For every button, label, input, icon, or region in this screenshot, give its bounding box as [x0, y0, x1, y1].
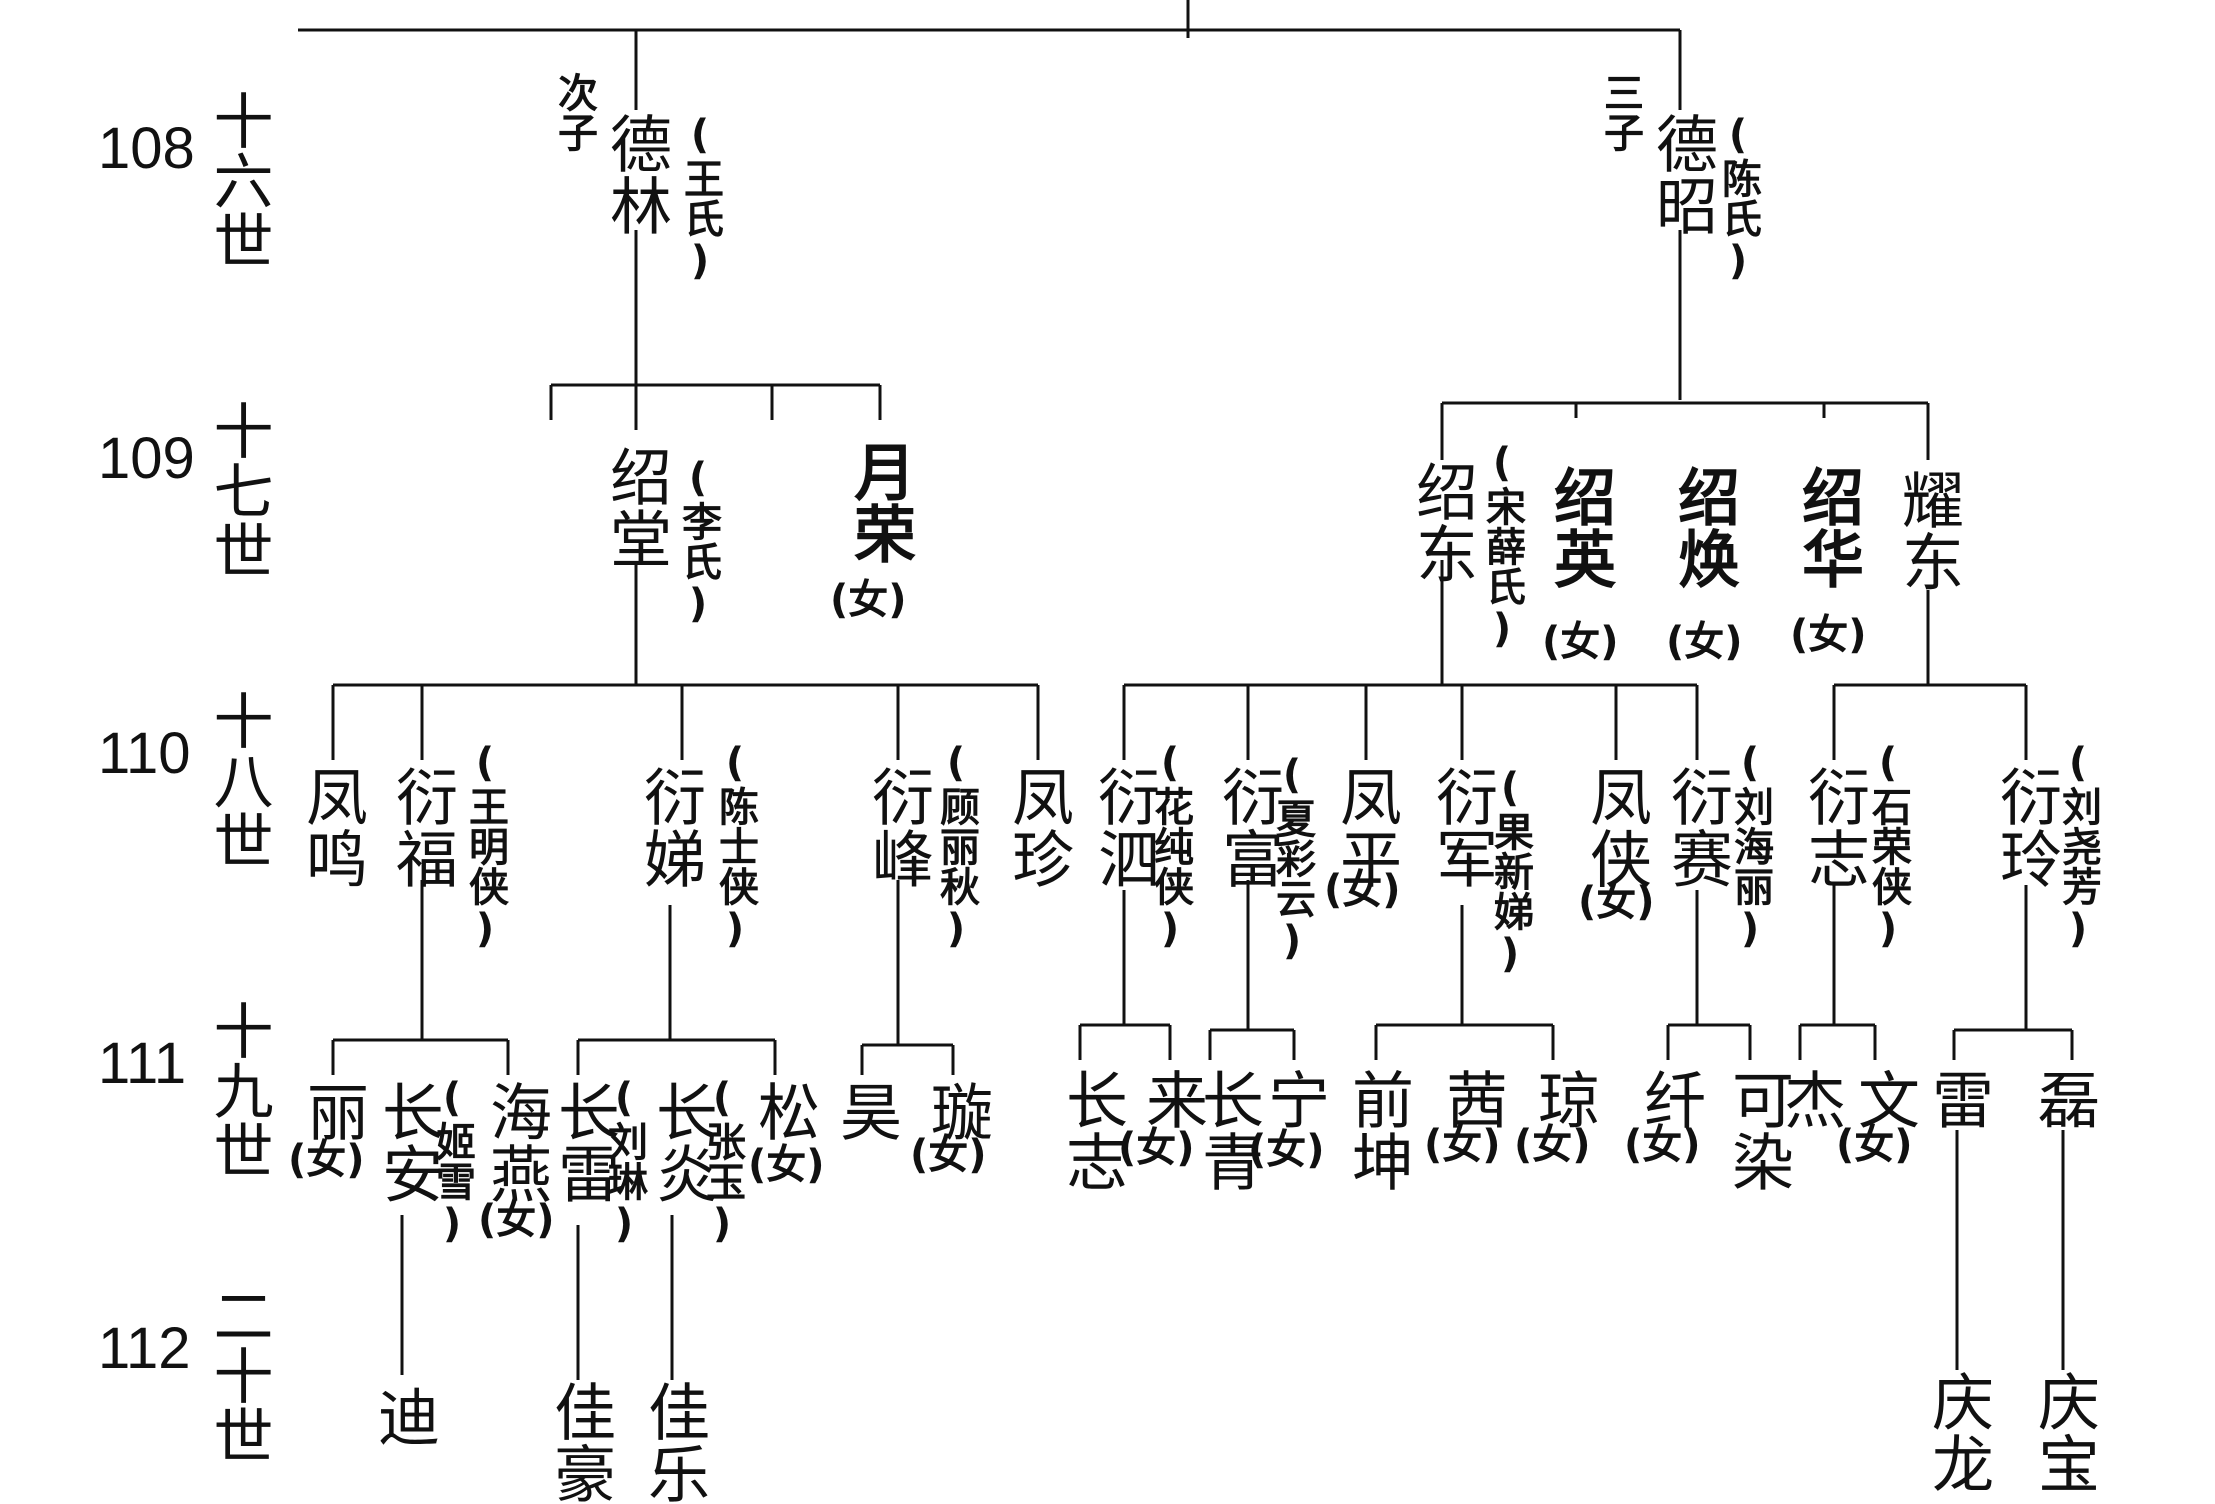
- member-name: 衍福: [385, 765, 458, 889]
- member-name: 海燕: [479, 1080, 552, 1204]
- female-mark: (女): [1578, 879, 1655, 925]
- generation-label: 二十世: [203, 1285, 273, 1465]
- member-name: 绍华: [1791, 465, 1864, 589]
- member-name: 纤: [1633, 1068, 1706, 1130]
- female-mark: (女): [1624, 1122, 1701, 1168]
- member-spouse: (夏彩云): [1269, 752, 1315, 964]
- generation-number: 108: [98, 116, 195, 181]
- member-name: 衍志: [1797, 765, 1870, 889]
- female-mark: (女): [1542, 619, 1619, 665]
- member-spouse: (果新娣): [1487, 765, 1533, 977]
- member-spouse: (王明侠): [462, 740, 508, 952]
- member-name: 茜: [1435, 1068, 1508, 1130]
- member-name: 绍东: [1405, 460, 1478, 584]
- member-name: 雷: [1921, 1068, 1994, 1130]
- female-mark: (女): [1514, 1122, 1591, 1168]
- female-mark: (女): [1666, 619, 1743, 665]
- member-name: 迪: [367, 1385, 440, 1447]
- member-name: 璇: [920, 1080, 993, 1142]
- member-name: 长雷: [547, 1080, 620, 1204]
- member-name: 衍玲: [1989, 765, 2062, 889]
- member-name: 凤珍: [1001, 765, 1074, 889]
- generation-label: 十九世: [203, 1000, 273, 1180]
- female-mark: (女): [748, 1142, 825, 1188]
- member-name: 佳豪: [543, 1380, 616, 1504]
- member-spouse: (姬雪): [429, 1075, 475, 1247]
- member-name: 可染: [1721, 1068, 1794, 1192]
- generation-label: 十七世: [203, 400, 273, 580]
- member-spouse: (李氏): [675, 455, 721, 627]
- female-mark: (女): [830, 577, 907, 623]
- member-name: 凤平: [1329, 765, 1402, 889]
- member-name: 绍英: [1543, 465, 1616, 589]
- member-name: 衍泗: [1087, 765, 1160, 889]
- member-spouse: (张玉): [699, 1075, 745, 1247]
- member-spouse: (花纯侠): [1147, 740, 1193, 952]
- member-spouse: (刘尧芳): [2055, 740, 2101, 952]
- generation-label: 十八世: [203, 690, 273, 870]
- female-mark: (女): [1424, 1122, 1501, 1168]
- member-name: 绍堂: [599, 445, 672, 569]
- generation-number: 112: [98, 1316, 191, 1381]
- female-mark: (女): [1836, 1122, 1913, 1168]
- member-name: 庆宝: [2027, 1370, 2100, 1494]
- member-name: 丽: [296, 1080, 369, 1142]
- member-name: 昊: [829, 1080, 902, 1142]
- member-spouse: (刘海丽): [1727, 740, 1773, 952]
- member-spouse: (陈氏): [1715, 112, 1761, 284]
- female-mark: (女): [1324, 867, 1401, 913]
- member-name: 耀东: [1891, 468, 1964, 592]
- generation-label: 十六世: [203, 90, 273, 270]
- member-spouse: (王氏): [677, 112, 723, 284]
- member-name: 庆龙: [1921, 1370, 1994, 1494]
- member-name: 宁: [1257, 1068, 1330, 1130]
- member-name: 绍焕: [1667, 465, 1740, 589]
- member-name: 琼: [1527, 1068, 1600, 1130]
- member-spouse: (刘琳): [601, 1075, 647, 1247]
- member-name: 德昭: [1645, 112, 1718, 236]
- member-name: 佳乐: [637, 1380, 710, 1504]
- female-mark: (女): [1790, 612, 1867, 658]
- member-name: 杰: [1773, 1068, 1846, 1130]
- female-mark: (女): [288, 1137, 365, 1183]
- female-mark: (女): [910, 1132, 987, 1178]
- member-name: 衍娣: [633, 765, 706, 889]
- female-mark: (女): [1118, 1125, 1195, 1171]
- member-spouse: (陈士侠): [712, 740, 758, 952]
- member-name: 衍富: [1211, 765, 1284, 889]
- member-name: 松: [747, 1080, 820, 1142]
- member-spouse: (顾丽秋): [933, 740, 979, 952]
- member-name: 衍赛: [1660, 765, 1733, 889]
- generation-number: 110: [98, 721, 191, 786]
- member-name: 长安: [371, 1080, 444, 1204]
- birth-order: 次子: [551, 72, 597, 152]
- female-mark: (女): [1248, 1127, 1325, 1173]
- member-name: 衍峰: [861, 765, 934, 889]
- member-name: 凤鸣: [295, 765, 368, 889]
- female-mark: (女): [478, 1197, 555, 1243]
- member-name: 长炎: [645, 1080, 718, 1204]
- member-spouse: (石荣侠): [1865, 740, 1911, 952]
- generation-number: 109: [98, 426, 195, 491]
- member-spouse: (宋薛氏): [1479, 440, 1525, 652]
- member-name: 长青: [1191, 1068, 1264, 1192]
- member-name: 来: [1135, 1068, 1208, 1130]
- member-name: 磊: [2027, 1068, 2100, 1130]
- member-name: 前坤: [1341, 1068, 1414, 1192]
- member-name: 衍军: [1425, 765, 1498, 889]
- member-name: 文: [1847, 1068, 1920, 1130]
- generation-number: 111: [98, 1031, 187, 1096]
- member-name: 德林: [599, 112, 672, 236]
- member-name: 凤侠: [1579, 765, 1652, 889]
- member-name: 长志: [1055, 1068, 1128, 1192]
- member-name: 月荣: [843, 440, 916, 564]
- birth-order: 三子: [1597, 72, 1643, 152]
